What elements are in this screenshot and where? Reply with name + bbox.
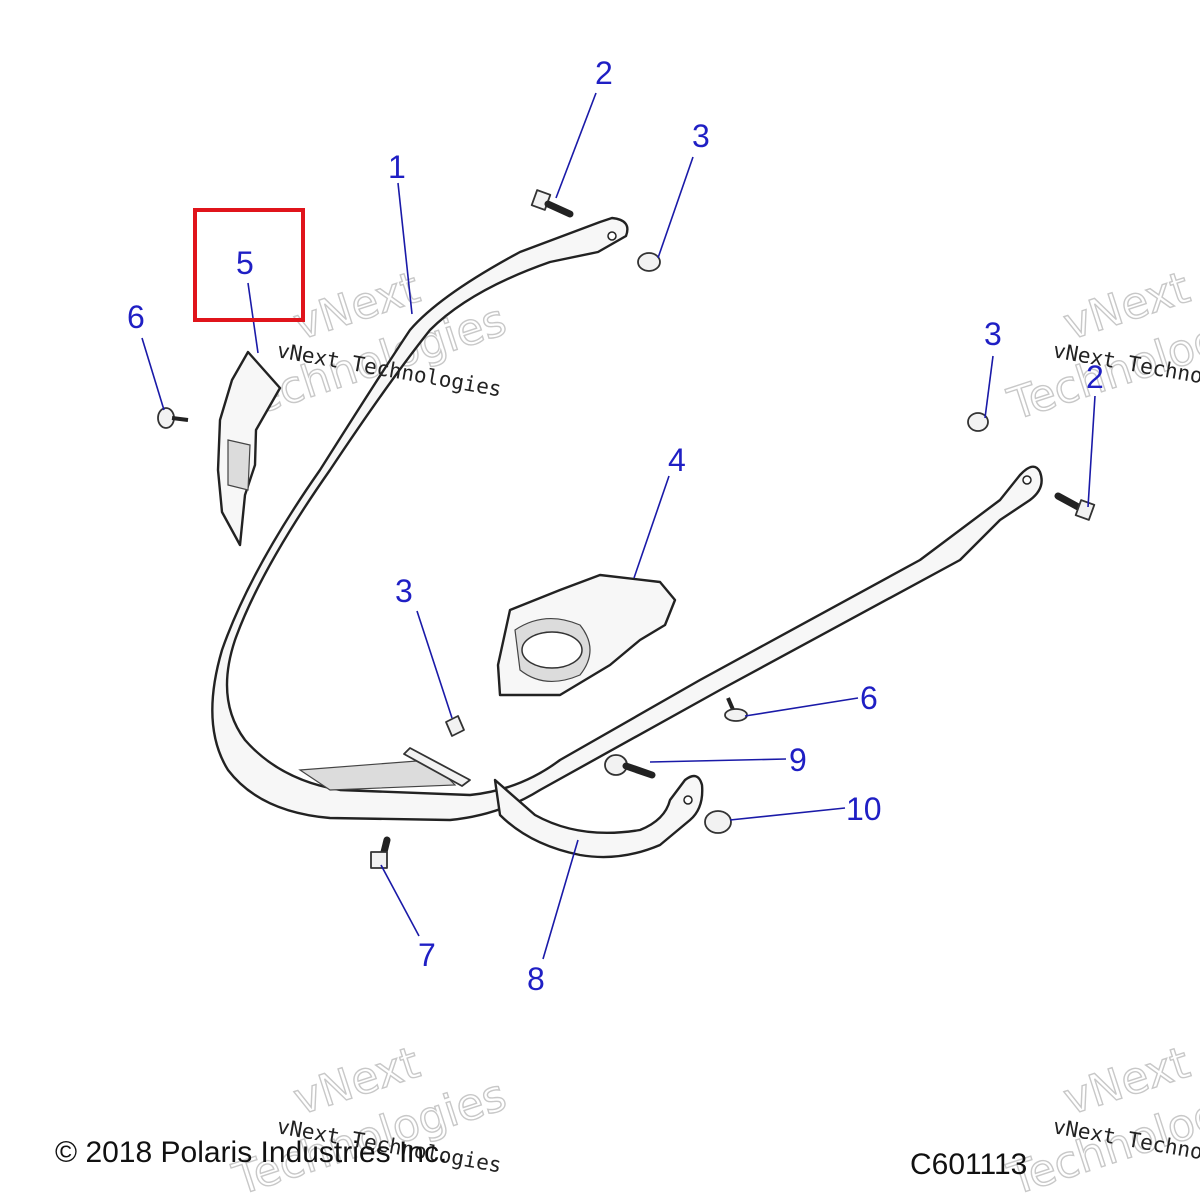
- fastener-10-nut: [704, 810, 732, 834]
- fastener-3-right-nut: [967, 412, 989, 432]
- fastener-3-upper-nut: [637, 252, 661, 272]
- callout-6-left: 6: [127, 299, 145, 335]
- callout-6-right: 6: [860, 680, 878, 716]
- callout-3-upper: 3: [692, 118, 710, 154]
- fastener-2-right-bolt: [1054, 492, 1096, 521]
- callout-labels: 1 2 3 5 6 3 2 4 3 6 9 10 7 8: [127, 55, 1104, 997]
- fastener-9-bolt: [604, 754, 656, 779]
- fastener-6-right-rivet: [724, 697, 748, 722]
- callout-2-upper: 2: [595, 55, 613, 91]
- fastener-7-bolt: [370, 836, 391, 869]
- callout-4: 4: [668, 442, 686, 478]
- fastener-2-upper-bolt: [530, 189, 574, 218]
- part-8-lower-bracket: [403, 747, 704, 859]
- callout-8: 8: [527, 961, 545, 997]
- callout-2-right: 2: [1086, 359, 1104, 395]
- callout-1: 1: [388, 149, 406, 185]
- callout-3-lower: 3: [395, 573, 413, 609]
- highlight-box: [193, 208, 305, 322]
- callout-3-right: 3: [984, 316, 1002, 352]
- callout-10: 10: [846, 791, 882, 827]
- fastener-3-lower-nut: [445, 715, 465, 737]
- copyright-text: © 2018 Polaris Industries Inc.: [55, 1136, 447, 1169]
- part-5-shield-plate: [216, 350, 282, 547]
- leader-lines: [141, 92, 1096, 960]
- callout-5: 5: [236, 245, 254, 281]
- part-4-mount-bracket: [496, 573, 677, 697]
- callout-7: 7: [418, 937, 436, 973]
- callout-9: 9: [789, 742, 807, 778]
- fastener-6-left-rivet: [157, 407, 189, 429]
- part-1-bumper-tube: [211, 216, 1043, 822]
- diagram-code: C601113: [910, 1148, 1027, 1181]
